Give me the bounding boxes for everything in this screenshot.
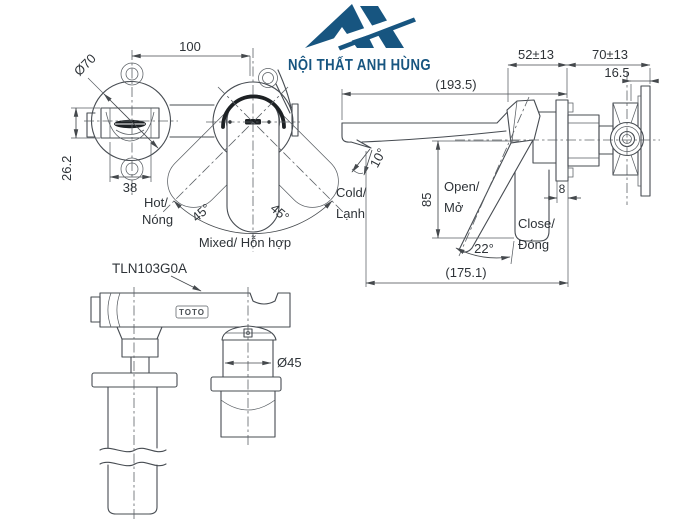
label-open-line1: Open/ [444,179,480,194]
product-code-leader [170,275,202,292]
mounting-bracket-plate [640,85,651,197]
side-view: 10° [341,47,660,287]
dim-center-distance: 100 [179,39,201,54]
product-code: TLN103G0A [112,261,187,276]
dim-overall: (175.1) [445,265,486,280]
dim-outlet-height: 26.2 [59,156,74,181]
dim-diameter: Ø70 [71,51,99,79]
label-open-line2: Mở [444,200,464,215]
band-right-end [291,103,299,137]
spray-angle: 10° [351,146,389,176]
bottom-view: TLN103G0A TOTO [90,261,302,522]
faucet-body-bottom [99,292,291,328]
label-close-line2: Đóng [518,237,549,252]
dim-handle-clearance: 52±13 [518,47,554,62]
label-hot-line2: Nóng [142,212,173,227]
swing-arc [173,200,333,235]
valve-shaft-bottom [210,325,282,438]
angle-left-label: 45° [189,200,214,224]
brand-name: NỘI THẤT ANH HÙNG [288,55,431,74]
label-close-line1: Close/ [518,216,555,231]
dim-valve-diameter: Ø45 [277,355,302,370]
angle-handle-label: 22° [474,241,494,256]
dim-plate-thickness: 8 [559,182,566,196]
label-mixed: Mixed/ Hỗn hợp [199,235,291,250]
brand-logo-icon [296,4,416,58]
label-cold-line1: Cold/ [336,185,367,200]
wall-escutcheon-plate [555,99,569,182]
valve-wall-assembly [514,85,651,242]
body-mark: TOTO [179,308,205,317]
dim-outlet-width: 38 [123,180,137,195]
dim-bracket-depth: 16.5 [604,65,629,80]
dim-handle-travel: 85 [419,193,434,207]
dim-wall-embed: 70±13 [592,47,628,62]
dim-spout-length: (193.5) [435,77,476,92]
label-hot-line1: Hot/ [144,195,168,210]
side-dimensions: (193.5) 52±13 70±13 16.5 85 8 22° (175.1 [341,47,659,287]
body-mark-frame [175,305,209,319]
label-cold-line2: Lạnh [336,206,365,221]
spout-outlet-front [100,107,160,142]
spout-shaft-bottom [91,326,178,515]
front-view: 100 Ø70 26.2 38 45° 45° Hot/ Nóng Cold/ … [59,39,367,252]
